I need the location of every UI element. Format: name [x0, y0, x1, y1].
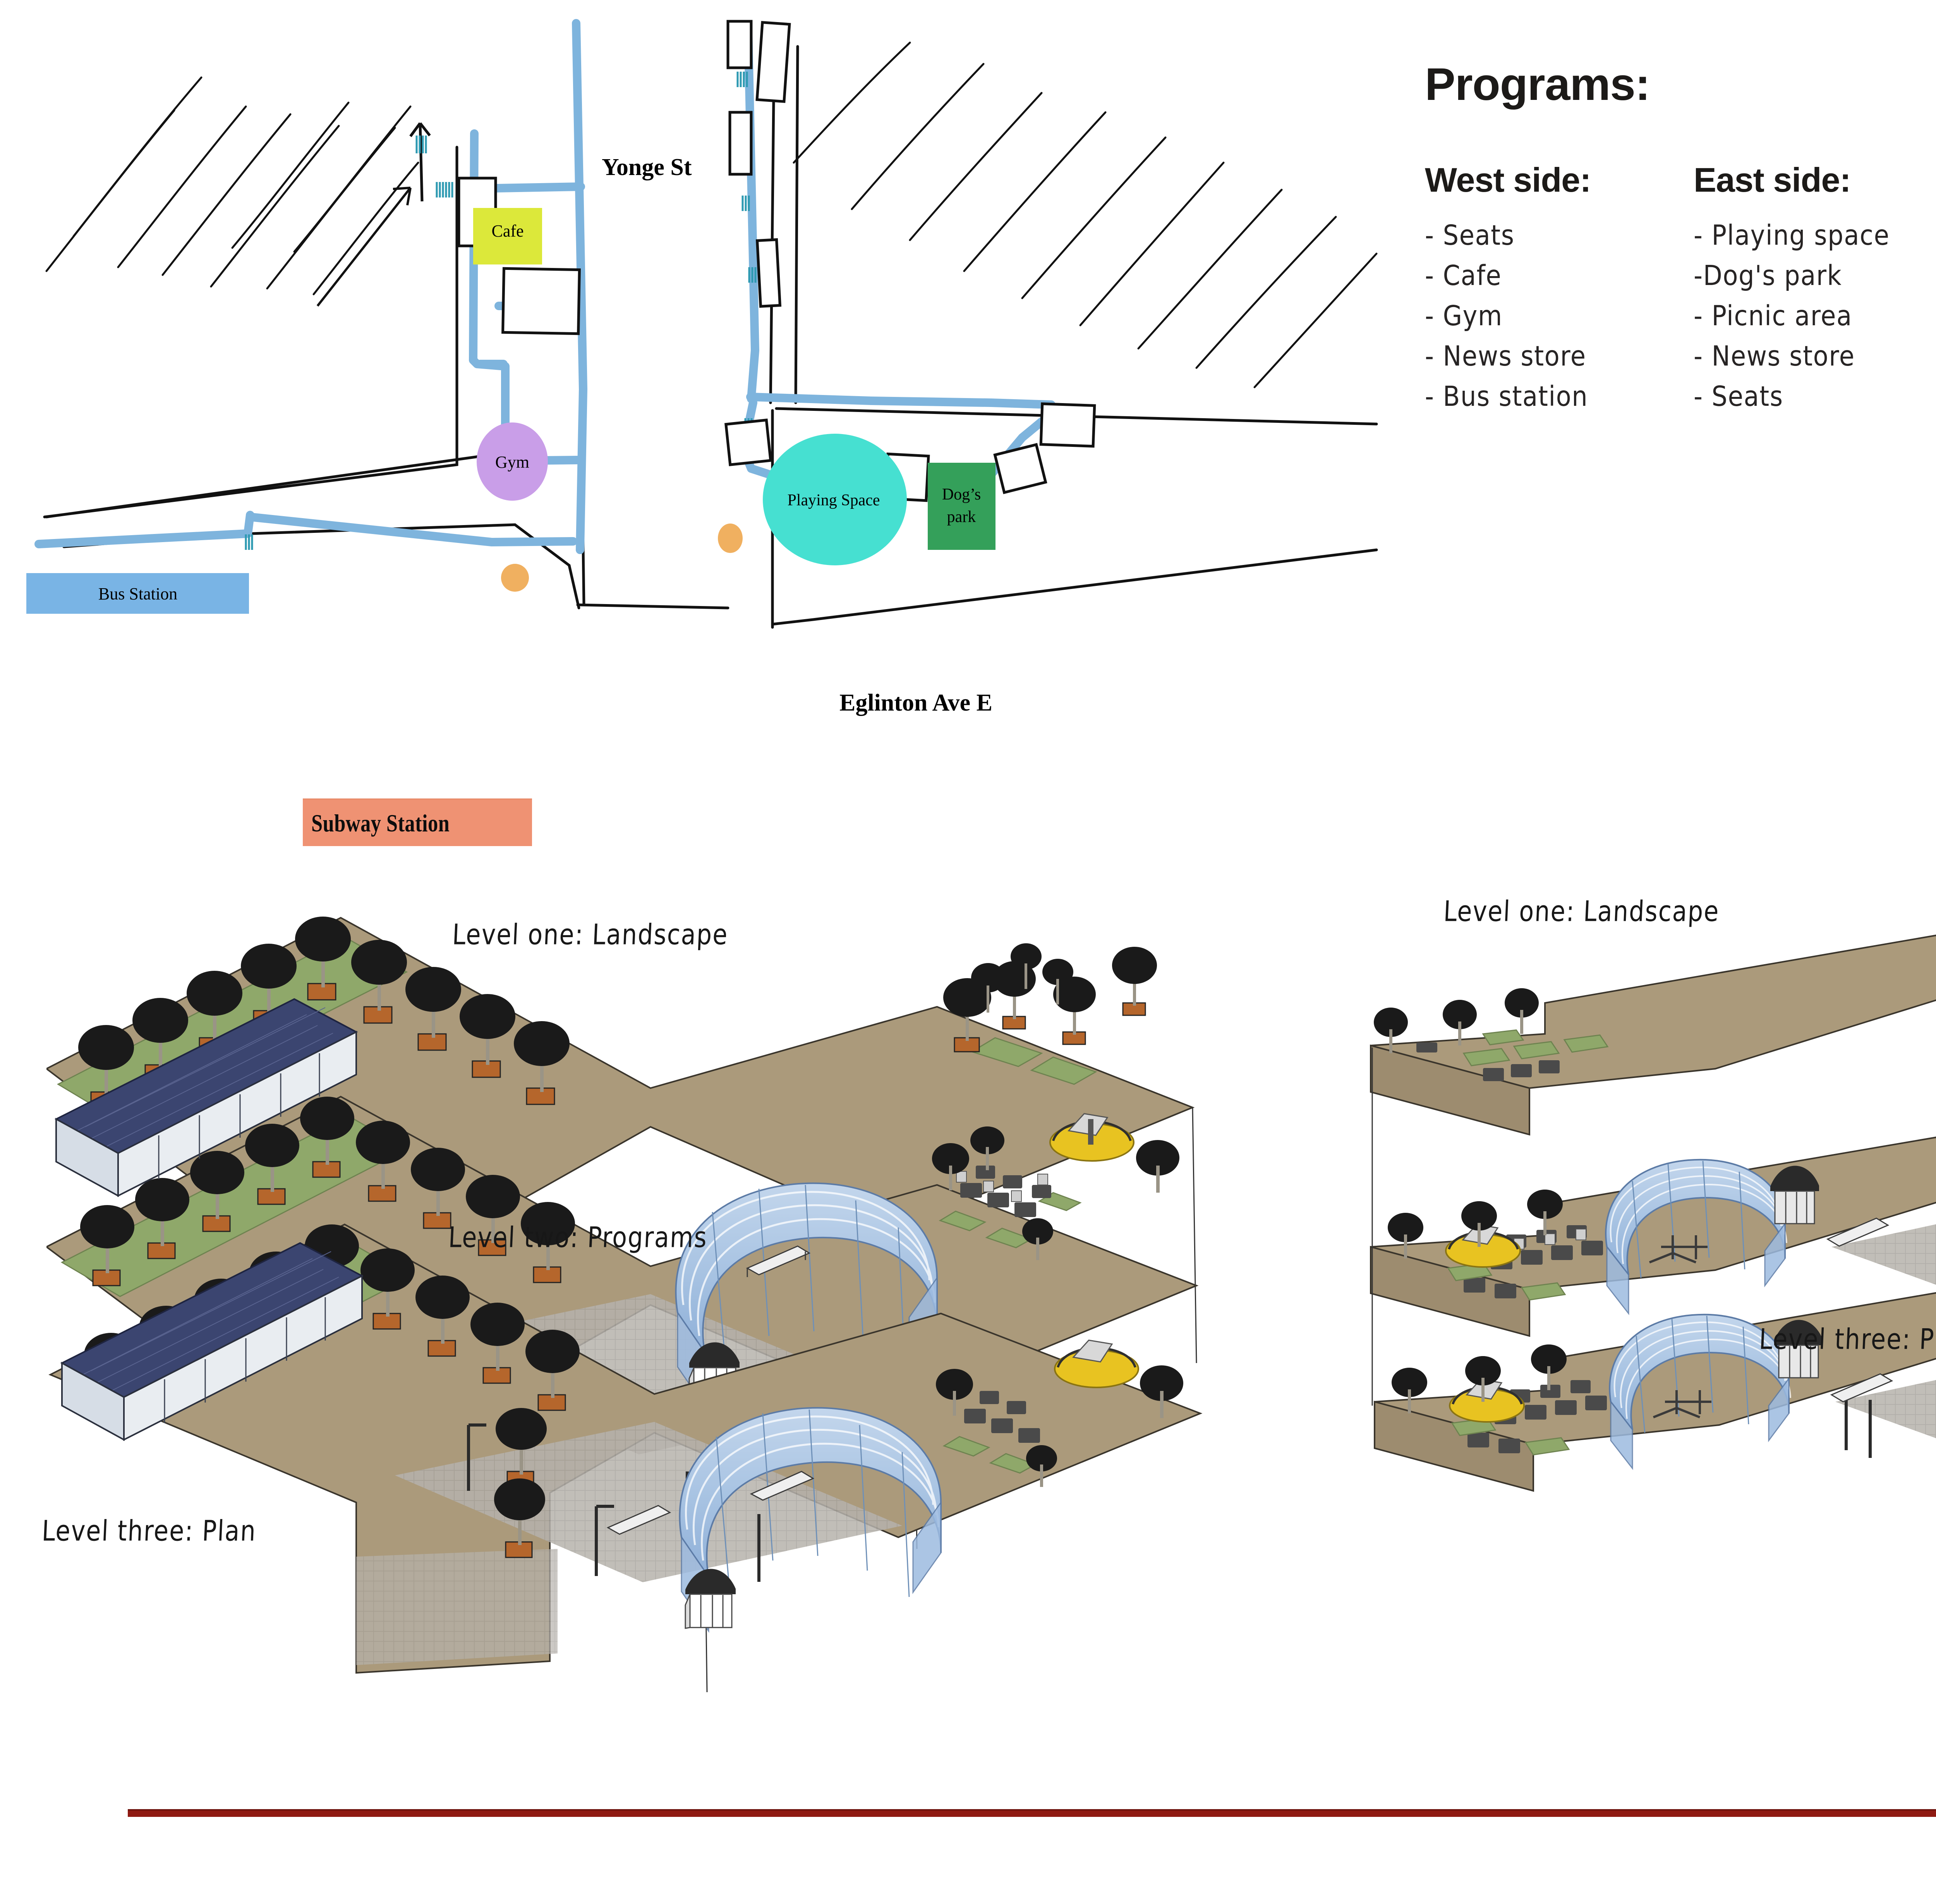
tree-row-level-two-west — [80, 1097, 575, 1286]
playground-level-two — [1049, 1113, 1134, 1162]
subway-station-tag: Subway Station — [303, 798, 532, 846]
model-right-axonometric: Level one: Landscape Level two: Programs… — [1367, 894, 1936, 1712]
model-right-level-three-label: Level three: Plan — [1758, 1322, 1936, 1356]
level-one-deck-right — [1370, 934, 1936, 1136]
programs-columns: West side: - Seats - Cafe - Gym - News s… — [1425, 160, 1936, 417]
building-footprints — [457, 20, 1096, 502]
program-item-east-picnic-area: - Picnic area — [1694, 300, 1852, 332]
site-direction-arrow-icon — [316, 187, 412, 307]
zone-news-store-east — [718, 524, 743, 553]
site-plan-svg: Cafe Gym Bus Station Playing Space Dog’s… — [26, 19, 1378, 716]
zone-gym-label: Gym — [495, 453, 529, 472]
north-arrow-icon — [409, 122, 431, 202]
tree-cluster-level-two-east — [932, 1126, 1179, 1260]
programs-west-title: West side: — [1425, 161, 1591, 199]
program-item-east-news-store: - News store — [1694, 340, 1855, 373]
zone-dogs-park-label-line2: park — [947, 508, 976, 526]
programs-east-title: East side: — [1694, 161, 1851, 199]
program-item-west-news-store: - News store — [1425, 340, 1586, 373]
programs-heading: Programs: — [1425, 59, 1650, 110]
model-left-level-three-label: Level three: Plan — [41, 1514, 257, 1548]
bench-level-three — [606, 1471, 815, 1535]
zone-gym — [477, 422, 548, 501]
street-label-eglinton: Eglinton Ave E — [839, 690, 992, 716]
program-item-west-seats: - Seats — [1425, 219, 1515, 252]
playground-level-three-right — [1449, 1379, 1525, 1423]
program-item-west-cafe: - Cafe — [1425, 259, 1502, 292]
zone-cafe-label: Cafe — [491, 221, 523, 240]
site-plan-diagram: Cafe Gym Bus Station Playing Space Dog’s… — [0, 0, 1378, 736]
model-right-level-one-label: Level one: Landscape — [1443, 894, 1720, 928]
program-item-east-playing-space: - Playing space — [1694, 219, 1890, 252]
program-item-east-seats: - Seats — [1694, 380, 1783, 413]
curved-glass-pavilion-level-three — [679, 1407, 942, 1633]
pavilion-west-level-three — [60, 1242, 364, 1441]
zone-playing-space-label: Playing Space — [787, 491, 880, 509]
seating-cluster-level-three — [936, 1339, 1183, 1487]
kiosk-gazebo-right-level-two — [1770, 1166, 1819, 1224]
playground-level-three — [1054, 1339, 1139, 1388]
footer-rule — [128, 1809, 1936, 1817]
seating-cluster-level-two — [932, 1113, 1179, 1260]
zone-playing-space — [763, 434, 907, 565]
programs-column-east: East side: - Playing space -Dog's park -… — [1694, 160, 1936, 417]
zone-bus-station — [26, 573, 249, 614]
level-two-deck-right — [1370, 1137, 1936, 1337]
programs-panel: Programs: West side: - Seats - Cafe - Gy… — [1425, 58, 1936, 417]
zone-cafe — [473, 208, 542, 264]
bench-level-two — [746, 1245, 811, 1277]
model-left-svg — [46, 917, 1203, 1693]
tree-cluster-level-one-east — [943, 943, 1157, 1085]
model-left-level-one-label: Level one: Landscape — [451, 918, 729, 951]
hatch-northeast-block — [793, 41, 1378, 388]
kiosk-gazebo-level-three — [685, 1569, 736, 1629]
tree-row-level-one-right — [1374, 988, 1539, 1053]
subway-station-label: Subway Station — [311, 809, 450, 837]
model-left-level-two-label: Level two: Programs — [448, 1221, 708, 1254]
bench-level-two-right — [1826, 1217, 1890, 1247]
zone-bus-station-label: Bus Station — [98, 584, 177, 603]
program-item-east-dogs-park: -Dog's park — [1694, 259, 1842, 292]
tree-row-level-one-west — [78, 917, 570, 1109]
level-three-deck — [48, 1223, 1203, 1674]
hatch-northwest-block — [45, 76, 419, 295]
pavilion-west-level-two — [54, 998, 358, 1197]
model-right-svg — [1370, 934, 1936, 1492]
zone-news-store-west — [501, 564, 529, 592]
street-label-yonge: Yonge St — [602, 154, 692, 180]
model-left-axonometric: Level one: Landscape Level two: Programs… — [41, 821, 1409, 1723]
program-item-west-bus-station: - Bus station — [1425, 380, 1588, 413]
zone-dogs-park-label-line1: Dog’s — [942, 486, 981, 503]
playground-level-two-right — [1445, 1224, 1521, 1268]
kiosk-gazebo-right-level-three — [1774, 1320, 1823, 1379]
level-three-deck-right — [1374, 1292, 1936, 1492]
zone-dogs-park — [928, 463, 995, 550]
programs-column-west: West side: - Seats - Cafe - Gym - News s… — [1425, 160, 1669, 417]
program-item-west-gym: - Gym — [1425, 300, 1503, 332]
street-lamps-level-three-right — [1845, 1392, 1872, 1458]
